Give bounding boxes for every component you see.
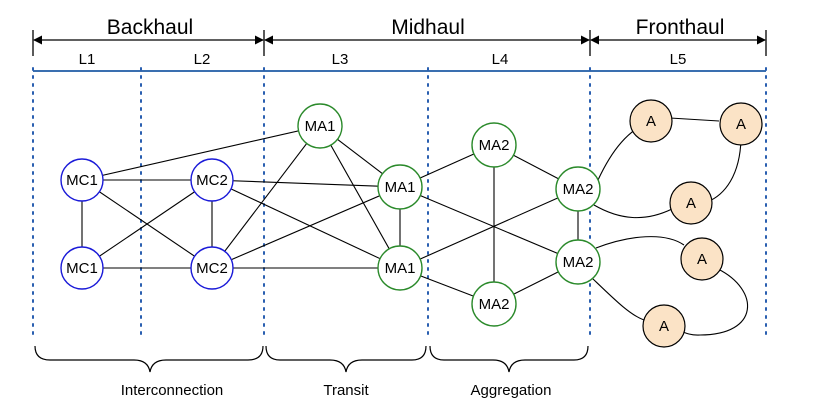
brace-interconnection [34, 345, 264, 373]
svg-text:A: A [736, 116, 746, 133]
node-ma2-bottom: MA2 [471, 281, 517, 327]
brace-transit [265, 345, 427, 373]
svg-text:MA2: MA2 [479, 137, 510, 154]
node-mc2-bottom: MC2 [190, 246, 234, 290]
svg-text:MC2: MC2 [196, 260, 228, 277]
node-a-4: A [680, 237, 724, 281]
node-ma2-right-top: MA2 [555, 166, 601, 212]
network-links [81, 117, 749, 336]
layer-label-l5: L5 [670, 51, 687, 68]
node-ma1-bottom: MA1 [377, 245, 423, 291]
svg-text:A: A [697, 251, 707, 268]
node-ma1-mid: MA1 [377, 164, 423, 210]
svg-text:MA2: MA2 [479, 296, 510, 313]
node-a-5: A [642, 304, 686, 348]
group-label-transit: Transit [323, 382, 369, 399]
node-mc2-top: MC2 [190, 158, 234, 202]
group-label-aggregation: Aggregation [471, 382, 552, 399]
svg-text:A: A [659, 318, 669, 335]
node-mc1-top: MC1 [60, 158, 104, 202]
group-label-interconnection: Interconnection [121, 382, 224, 399]
layer-label-l4: L4 [492, 51, 509, 68]
svg-text:A: A [686, 195, 696, 212]
svg-text:MC2: MC2 [196, 172, 228, 189]
brace-aggregation [429, 345, 589, 373]
header-midhaul: Midhaul [391, 16, 465, 39]
svg-text:MC1: MC1 [66, 260, 98, 277]
svg-text:MA1: MA1 [305, 118, 336, 135]
layer-label-l2: L2 [194, 51, 211, 68]
header-span-arrows [32, 30, 767, 56]
svg-text:MA2: MA2 [563, 181, 594, 198]
header-fronthaul: Fronthaul [636, 16, 725, 39]
svg-text:A: A [646, 113, 656, 130]
svg-text:MA2: MA2 [563, 254, 594, 271]
svg-text:MC1: MC1 [66, 172, 98, 189]
node-a-3: A [669, 181, 713, 225]
svg-text:MA1: MA1 [385, 260, 416, 277]
node-mc1-bottom: MC1 [60, 246, 104, 290]
node-a-2: A [719, 102, 763, 146]
node-a-1: A [629, 99, 673, 143]
group-braces [34, 345, 589, 373]
node-ma2-right-bottom: MA2 [555, 239, 601, 285]
header-backhaul: Backhaul [107, 16, 193, 39]
svg-text:MA1: MA1 [385, 179, 416, 196]
node-ma1-top: MA1 [297, 103, 343, 149]
node-ma2-top: MA2 [471, 122, 517, 168]
layer-label-l1: L1 [79, 51, 96, 68]
layer-label-l3: L3 [332, 51, 349, 68]
